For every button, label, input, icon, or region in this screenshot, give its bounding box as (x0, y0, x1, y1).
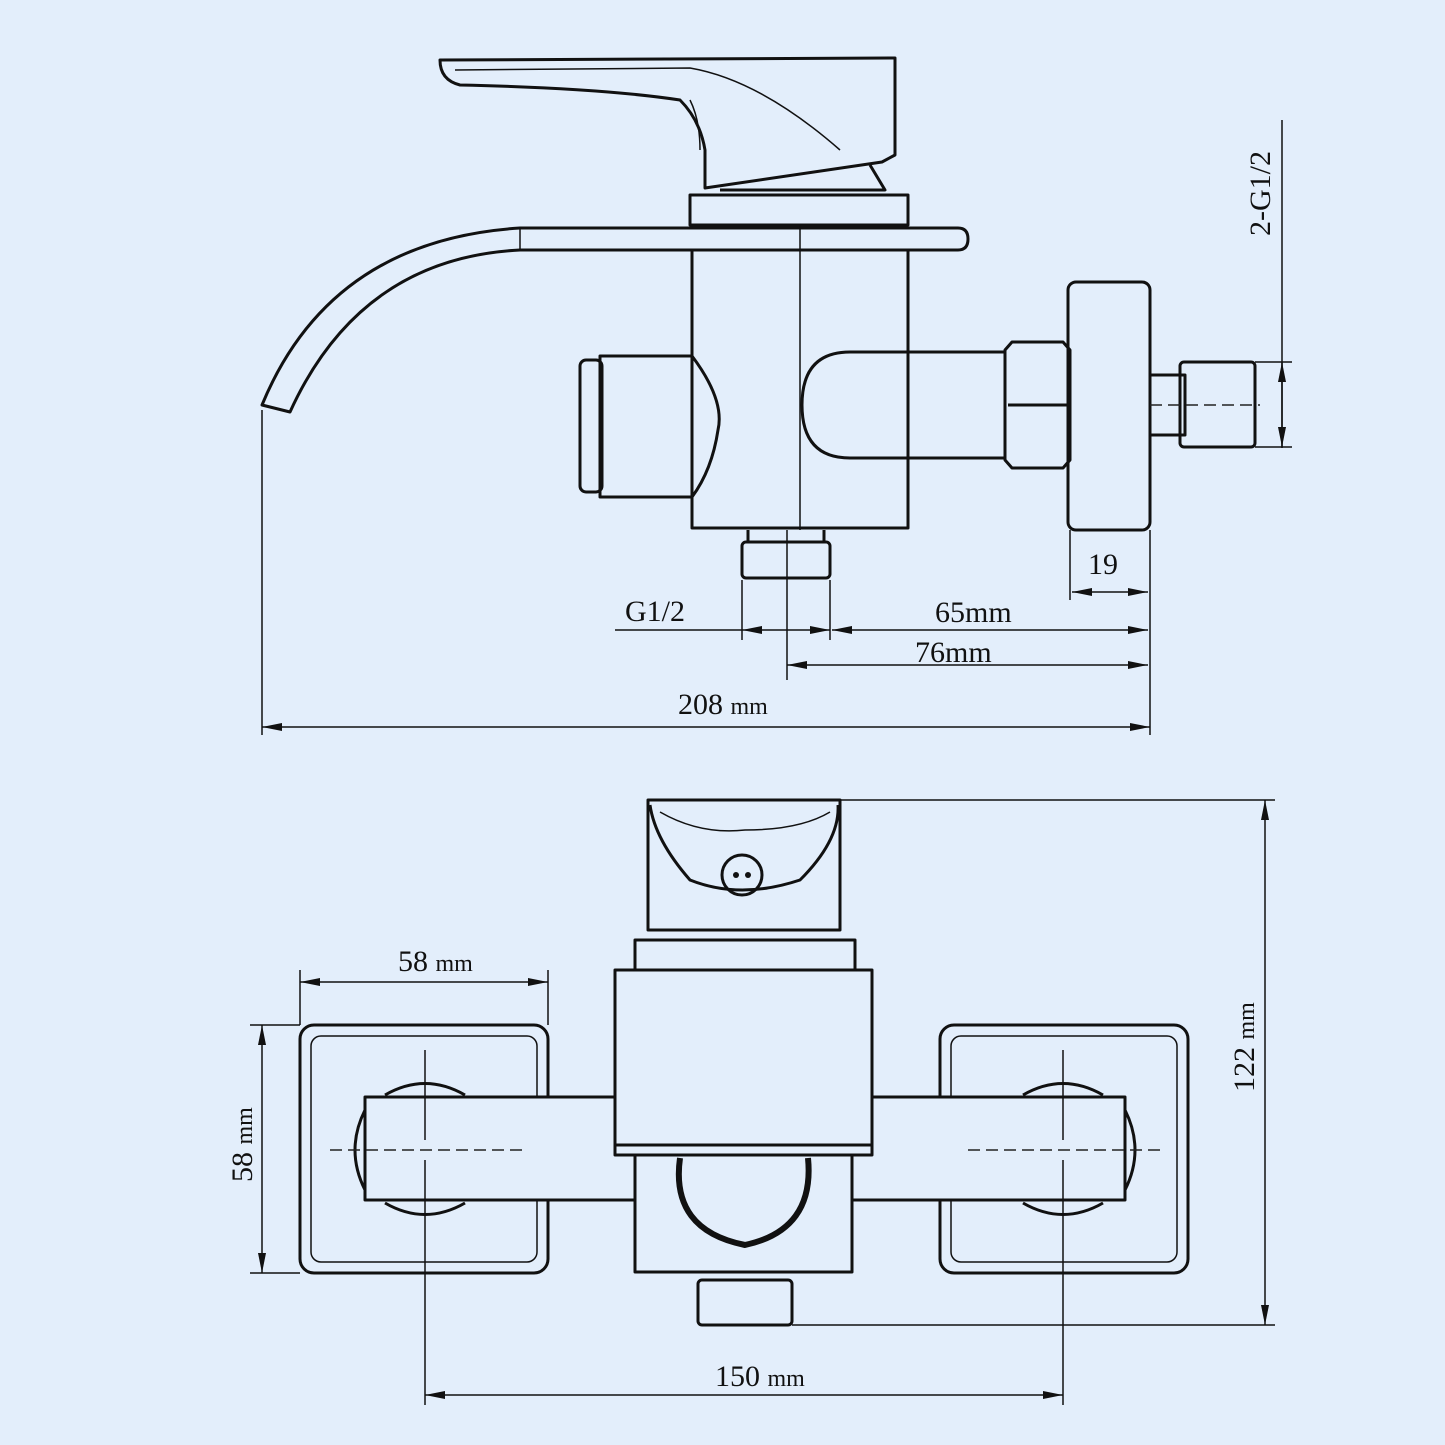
spout (260, 226, 970, 414)
flange-width-unit: mm (435, 951, 473, 977)
handle-front (646, 798, 842, 932)
dim-208-value: 208 (678, 688, 723, 721)
flange-depth-label: 19 (1088, 548, 1118, 581)
outlet-thread (740, 540, 832, 580)
total-height-label: 122 mm (1228, 1002, 1261, 1092)
inlet-thread-label: 2-G1/2 (1244, 151, 1277, 236)
side-view-faucet (260, 56, 1260, 580)
side-dimensions (261, 120, 1292, 735)
lever-handle (438, 56, 897, 190)
dim-208-unit: mm (730, 694, 768, 720)
front-dimensions (250, 799, 1275, 1405)
set-screw (720, 853, 764, 897)
dim-208-label: 208 mm (678, 690, 768, 720)
flange-width-value: 58 (398, 945, 428, 978)
main-body (613, 968, 874, 1157)
total-height-value: 122 (1228, 1047, 1261, 1092)
cap-front (633, 938, 857, 972)
centers-value: 150 (715, 1360, 760, 1393)
flange-height-value: 58 (226, 1152, 259, 1182)
left-connector (598, 354, 721, 499)
hex-nut (1003, 340, 1072, 470)
dim-65-label: 65mm (935, 596, 1012, 629)
outlet (696, 1278, 794, 1327)
front-view-faucet (298, 798, 1190, 1327)
wall-flange (1066, 280, 1152, 532)
cap (688, 193, 910, 227)
centers-unit: mm (767, 1366, 805, 1392)
dim-76-label: 76mm (915, 636, 992, 669)
lower-body (633, 1155, 854, 1274)
flange-height-label: 58 mm (226, 1107, 259, 1182)
total-height-unit: mm (1234, 1002, 1260, 1040)
flange-height-unit: mm (232, 1107, 258, 1145)
centers-label: 150 mm (715, 1362, 805, 1392)
outlet-thread-label: G1/2 (625, 595, 685, 628)
right-connector (800, 350, 1005, 460)
flange-width-label: 58 mm (398, 947, 473, 977)
